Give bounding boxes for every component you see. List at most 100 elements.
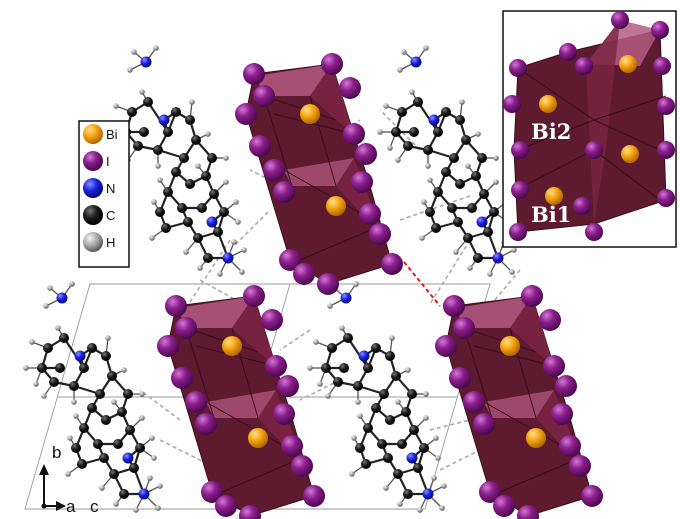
h-atom (357, 413, 363, 419)
c-atom (409, 425, 419, 435)
c-atom (127, 107, 137, 117)
legend-i-icon (83, 151, 103, 171)
h-atom (475, 131, 481, 137)
h-atom (427, 177, 433, 183)
c-atom (207, 153, 217, 163)
i-atom (581, 485, 603, 507)
h-atom (395, 399, 401, 405)
n-atom (410, 56, 422, 68)
c-atom (69, 381, 79, 391)
i-atom (263, 159, 285, 181)
h-atom (383, 103, 389, 109)
i-atom (303, 485, 325, 507)
c-atom (79, 423, 89, 433)
i-atom (171, 367, 193, 389)
h-atom (441, 483, 447, 489)
h-atom (431, 475, 437, 481)
c-atom (49, 377, 59, 387)
i-atom (653, 57, 671, 75)
bi-atom (619, 55, 637, 73)
i-atom (611, 11, 629, 29)
n-atom (340, 292, 352, 304)
bi-atom (222, 336, 242, 356)
h-atom (459, 99, 465, 105)
h-atom (157, 177, 163, 183)
i-atom (511, 181, 529, 199)
i-atom (493, 495, 515, 517)
i-atom (657, 97, 675, 115)
c-atom (467, 203, 477, 213)
h-atom (43, 303, 49, 309)
c-atom (353, 381, 363, 391)
c-atom (321, 363, 331, 373)
n-atom (158, 114, 170, 126)
c-atom (117, 407, 127, 417)
axis-label-c: c (90, 497, 99, 516)
i-atom (157, 335, 179, 357)
i-atom (273, 403, 295, 425)
h-atom (417, 507, 423, 513)
c-atom (71, 443, 81, 453)
h-atom (425, 163, 431, 169)
i-atom (569, 455, 591, 477)
halogen-contact-line (403, 261, 441, 307)
bi-i-octahedral-chain (235, 53, 403, 295)
c-atom (183, 217, 193, 227)
i-atom (249, 135, 271, 157)
bi-atom (545, 187, 563, 205)
h-atom (157, 483, 163, 489)
i-atom (165, 295, 187, 317)
c-atom (185, 179, 195, 189)
c-atom (119, 489, 129, 499)
h-atom (231, 239, 237, 245)
i-atom (243, 63, 265, 85)
h-atom (465, 163, 471, 169)
h-atom (349, 471, 355, 477)
c-atom (363, 423, 373, 433)
bi-atom (326, 196, 346, 216)
cation-molecule (23, 281, 163, 513)
n-atom (140, 56, 152, 68)
i-atom (261, 309, 283, 331)
c-atom (393, 469, 403, 479)
i-atom (253, 85, 275, 107)
h-atom (189, 99, 195, 105)
c-atom (363, 363, 373, 373)
i-atom (657, 189, 675, 207)
n-atom (476, 216, 488, 228)
i-atom (185, 391, 207, 413)
h-atom (405, 367, 411, 373)
legend-label-n: N (106, 181, 115, 196)
h-atom (113, 501, 119, 507)
h-atom (223, 155, 229, 161)
h-atom (121, 367, 127, 373)
h-atom (355, 399, 361, 405)
h-atom (493, 179, 499, 185)
i-atom (573, 197, 591, 215)
h-atom (439, 505, 445, 511)
h-atom (433, 435, 439, 441)
legend-c-icon (83, 205, 103, 225)
h-atom (397, 67, 403, 73)
i-atom (453, 317, 475, 339)
c-atom (441, 107, 451, 117)
c-atom (339, 363, 349, 373)
h-atom (73, 413, 79, 419)
c-atom (377, 439, 387, 449)
i-atom (555, 375, 577, 397)
c-atom (401, 407, 411, 417)
c-atom (461, 135, 471, 145)
c-atom (371, 403, 381, 413)
c-atom (171, 107, 181, 117)
c-atom (455, 179, 465, 189)
inset-bi-i-dimer (503, 11, 675, 241)
i-atom (509, 59, 527, 77)
c-atom (179, 153, 189, 163)
h-atom (223, 179, 229, 185)
i-atom (351, 171, 373, 193)
c-atom (473, 253, 483, 263)
c-atom (139, 127, 149, 137)
h-atom (197, 265, 203, 271)
c-atom (433, 187, 443, 197)
